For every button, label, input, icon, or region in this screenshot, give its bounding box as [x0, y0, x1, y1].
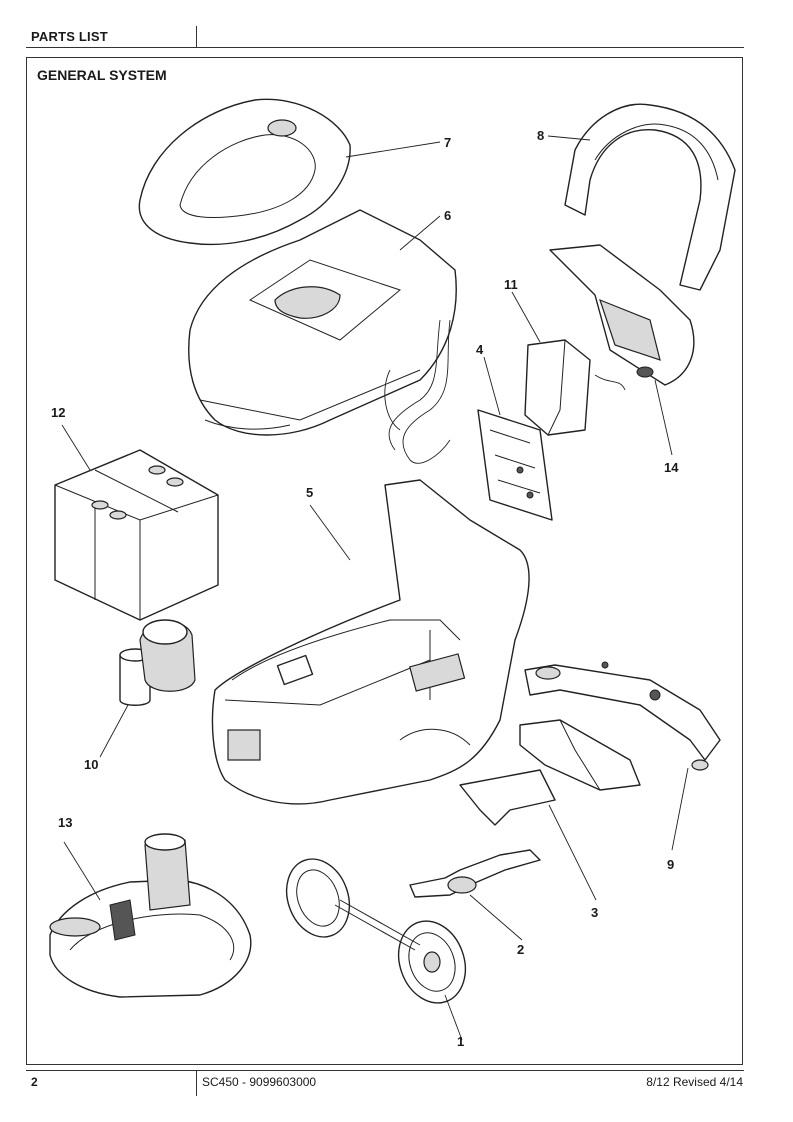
callout-4: 4 [476, 342, 484, 357]
part-8-handle [564, 103, 736, 291]
part-13-brush-deck [49, 833, 252, 998]
leader-9 [671, 767, 689, 851]
leader-12 [61, 424, 91, 471]
section-title: PARTS LIST [31, 29, 108, 44]
callout-10: 10 [84, 757, 99, 772]
leader-5 [309, 504, 351, 561]
leader-13 [63, 841, 101, 901]
part-10-vacuum-motor [119, 619, 196, 706]
callout-9: 9 [667, 857, 675, 872]
callout-12: 12 [51, 405, 66, 420]
part-1-wheels-axle [285, 858, 467, 1004]
part-9-squeegee-mount [524, 661, 721, 771]
page-number: 2 [31, 1075, 38, 1089]
leader-6 [399, 215, 441, 251]
header-divider [196, 26, 197, 48]
leader-10 [99, 704, 129, 758]
part-7-cover [138, 98, 351, 246]
part-3-bracket [459, 719, 641, 826]
leader-11 [511, 291, 541, 343]
callout-8: 8 [537, 128, 545, 143]
callout-3: 3 [591, 905, 599, 920]
footer-rule [26, 1070, 744, 1071]
leader-1 [444, 994, 463, 1041]
callout-14: 14 [664, 460, 679, 475]
callout-13: 13 [58, 815, 73, 830]
leader-3 [548, 804, 597, 901]
part-12-battery [54, 449, 219, 621]
diagram-panel: GENERAL SYSTEM [26, 57, 743, 1065]
leader-4 [483, 356, 501, 416]
leader-8 [547, 135, 591, 141]
callout-6: 6 [444, 208, 452, 223]
revision-date: 8/12 Revised 4/14 [646, 1075, 743, 1089]
part-11-control-box [524, 339, 626, 436]
callout-7: 7 [444, 135, 452, 150]
header-rule [26, 47, 744, 48]
leader-7 [345, 141, 441, 158]
callout-11: 11 [504, 277, 518, 292]
callout-1: 1 [457, 1034, 465, 1049]
document-id: SC450 - 9099603000 [202, 1075, 317, 1089]
leader-14 [654, 379, 673, 456]
part-14-control-housing [549, 244, 695, 386]
leader-2 [469, 894, 523, 941]
panel-title: GENERAL SYSTEM [37, 67, 167, 83]
footer-divider [196, 1070, 197, 1096]
part-2-pivot [409, 849, 541, 898]
part-5-base-body [211, 479, 530, 805]
callout-5: 5 [306, 485, 314, 500]
callout-2: 2 [517, 942, 525, 957]
page-header: PARTS LIST [26, 26, 744, 48]
part-6-recovery-tank [188, 209, 457, 464]
part-4-circuit-board [477, 409, 553, 521]
